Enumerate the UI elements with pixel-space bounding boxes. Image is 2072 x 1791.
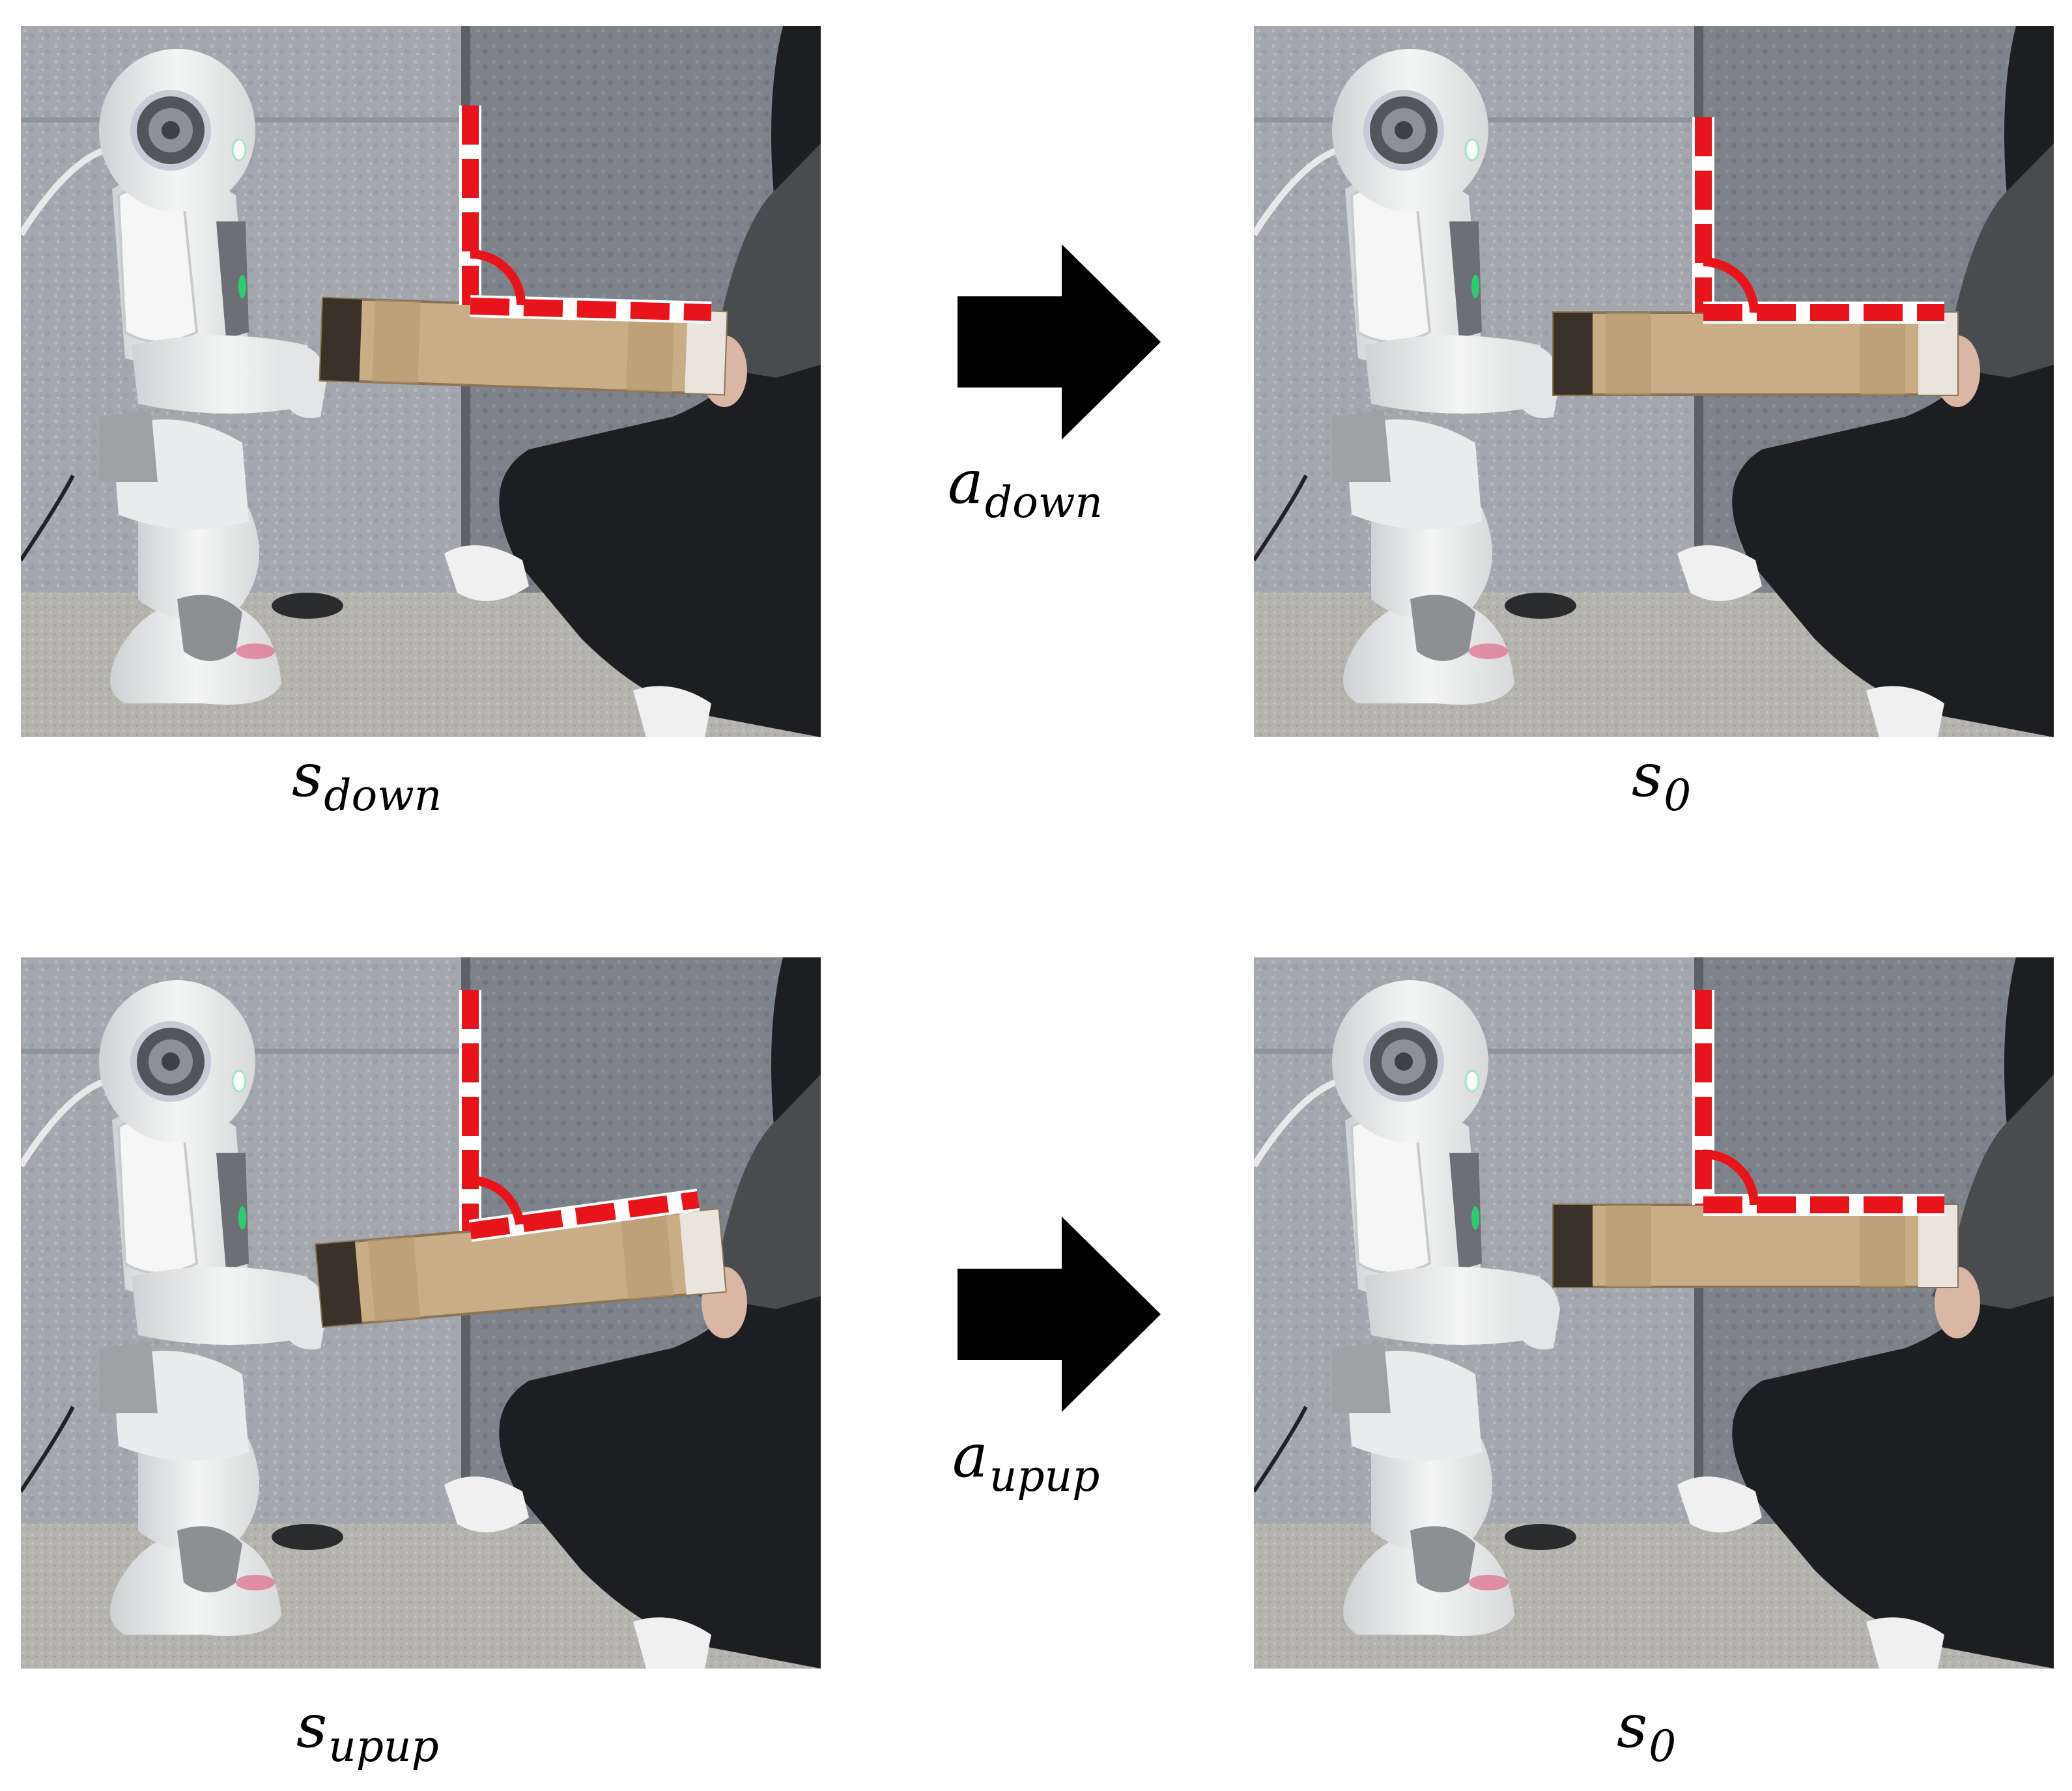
angle-marker xyxy=(459,990,700,1242)
state-label-s-upup: supup xyxy=(296,1691,439,1771)
angle-marker xyxy=(1692,117,1944,324)
state-label-s-down: sdown xyxy=(292,740,442,821)
action-label-a-down: adown xyxy=(948,447,1103,528)
arrow-right-icon xyxy=(958,244,1161,440)
action-label-a-upup: aupup xyxy=(952,1421,1100,1501)
arrow-right-icon xyxy=(958,1217,1161,1412)
angle-marker xyxy=(1692,990,1944,1216)
photo-panel-s0-bottom xyxy=(1254,957,2054,1669)
photo-panel-s-upup xyxy=(21,957,821,1669)
photo-panel-s-down xyxy=(21,26,821,737)
state-label-s0-bottom: s0 xyxy=(1617,1691,1677,1771)
angle-marker xyxy=(459,106,712,324)
photo-panel-s0-top xyxy=(1254,26,2054,737)
state-label-s0-top: s0 xyxy=(1632,740,1692,821)
